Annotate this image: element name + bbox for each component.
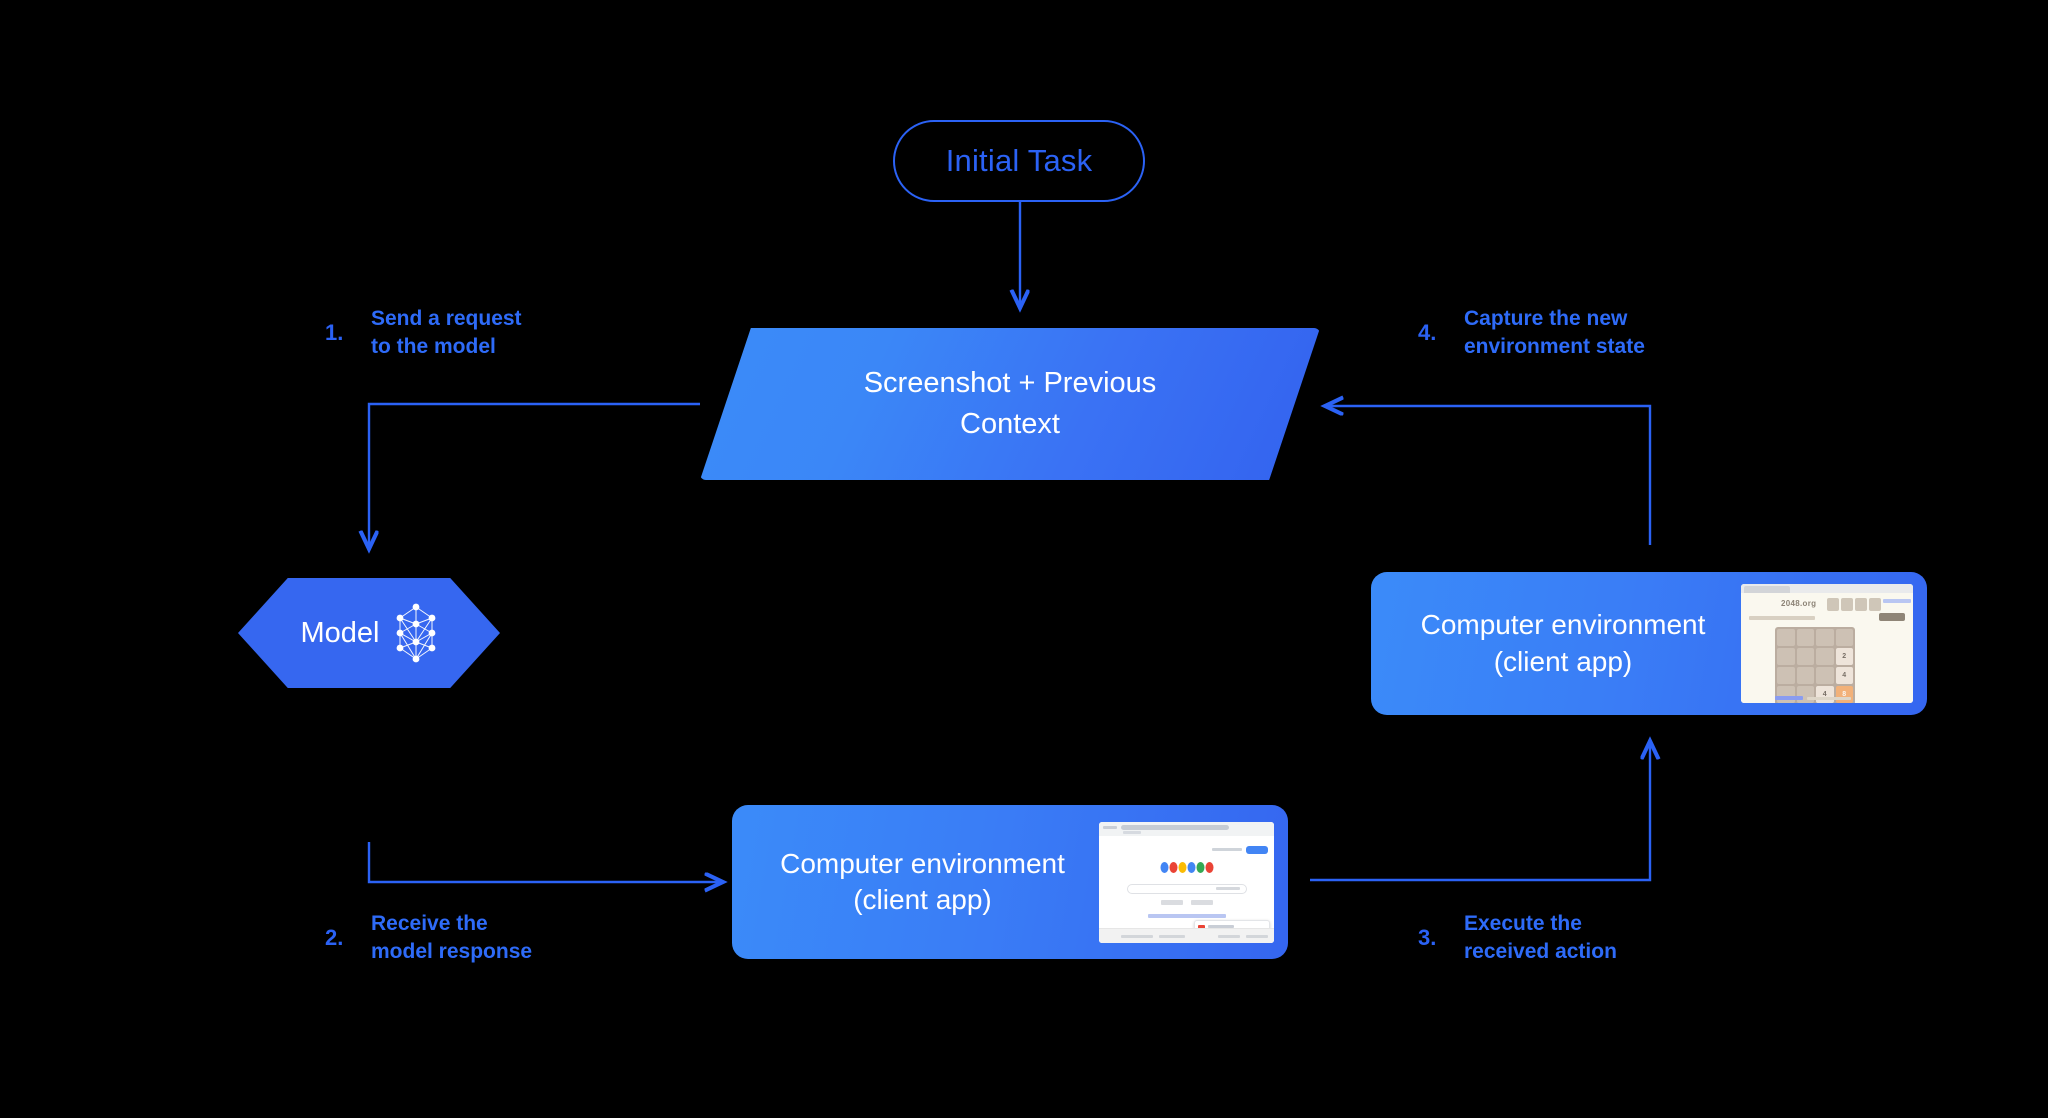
env-right-thumbnail-2048[interactable]: 2048.org 2 4 [1741, 584, 1913, 703]
initial-task-node[interactable]: Initial Task [893, 120, 1145, 202]
language-links[interactable] [1147, 913, 1226, 918]
tile [1777, 629, 1795, 646]
tile [1796, 629, 1814, 646]
tile [1835, 629, 1853, 646]
step-2-line2: model response [371, 939, 533, 963]
env-bottom-line2: (client app) [853, 884, 992, 915]
context-node-line2: Context [960, 408, 1060, 440]
tile: 4 [1816, 686, 1834, 703]
tile [1816, 648, 1834, 665]
nav-buttons [1103, 825, 1117, 829]
tile: 8 [1835, 686, 1853, 703]
model-node-label: Model [300, 616, 380, 649]
step-2-text: Receive the model response [371, 910, 532, 965]
sign-in-button[interactable] [1246, 845, 1268, 854]
game-subtitle [1749, 616, 1815, 620]
connector-model-to-env-bottom [367, 842, 722, 882]
tile: 4 [1835, 667, 1853, 684]
step-1: 1. Send a request to the model [325, 305, 522, 360]
env-right-label: Computer environment (client app) [1371, 607, 1741, 680]
env-right-line1: Computer environment [1420, 609, 1706, 641]
env-bottom-label: Computer environment (client app) [732, 846, 1099, 919]
game-grid: 2 4 4 8 [1775, 627, 1855, 703]
connector-env-bottom-to-env-right [1310, 742, 1650, 882]
search-buttons[interactable] [1160, 899, 1213, 905]
page-footer [1099, 927, 1274, 943]
tile [1777, 667, 1795, 684]
footer-text [1807, 697, 1851, 700]
step-4-line2: environment state [1464, 334, 1645, 358]
step-3-line2: received action [1464, 939, 1617, 963]
neural-network-icon [396, 603, 435, 663]
search-input[interactable] [1127, 883, 1247, 894]
step-2: 2. Receive the model response [325, 910, 532, 965]
step-1-number: 1. [325, 319, 344, 345]
header-links [1883, 599, 1911, 603]
env-bottom-thumbnail-google[interactable] [1099, 821, 1274, 943]
context-node[interactable]: Screenshot + Previous Context [700, 328, 1320, 480]
step-4-number: 4. [1418, 319, 1437, 345]
context-node-label: Screenshot + Previous Context [700, 328, 1320, 480]
tile [1777, 686, 1795, 703]
score-boxes [1827, 598, 1881, 611]
step-4: 4. Capture the new environment state [1418, 305, 1645, 360]
step-2-number: 2. [325, 924, 344, 950]
env-bottom-node[interactable]: Computer environment (client app) [732, 805, 1288, 959]
step-1-line1: Send a request [371, 307, 522, 330]
env-right-line2: (client app) [1493, 645, 1633, 677]
tile [1777, 648, 1795, 665]
header-links [1212, 847, 1242, 851]
connector-context-to-model [369, 402, 700, 548]
tile [1796, 648, 1814, 665]
context-node-line1: Screenshot + Previous [863, 366, 1157, 399]
new-game-button[interactable] [1879, 613, 1905, 621]
tile [1796, 667, 1814, 684]
step-4-line1: Capture the new [1464, 307, 1628, 330]
browser-chrome-bar [1741, 584, 1913, 593]
google-logo-icon [1160, 861, 1213, 873]
step-2-line1: Receive the [371, 912, 488, 935]
step-4-text: Capture the new environment state [1464, 305, 1645, 360]
env-bottom-line1: Computer environment [780, 847, 1065, 879]
how-to-play-link[interactable] [1775, 696, 1803, 700]
model-node[interactable]: Model [238, 578, 500, 688]
bookmark-bar [1123, 830, 1141, 834]
step-3-number: 3. [1418, 924, 1437, 950]
google-page-body [1099, 835, 1274, 943]
game-page-body: 2048.org 2 4 [1741, 593, 1913, 703]
game-title: 2048.org [1781, 599, 1817, 608]
browser-tab [1744, 585, 1790, 593]
initial-task-label: Initial Task [945, 143, 1093, 178]
connector-env-right-to-context [1326, 406, 1652, 545]
step-1-line2: to the model [371, 334, 496, 358]
step-3-line1: Execute the [1464, 912, 1582, 935]
tile [1816, 667, 1834, 684]
model-node-shape [238, 578, 500, 688]
tile [1816, 629, 1834, 646]
search-icons [1216, 886, 1240, 890]
step-1-text: Send a request to the model [371, 305, 522, 360]
step-3-text: Execute the received action [1464, 910, 1617, 965]
tile: 2 [1835, 648, 1853, 665]
address-bar[interactable] [1121, 824, 1229, 830]
context-node-shape [700, 328, 1320, 480]
browser-chrome-bar [1099, 821, 1274, 836]
dialog-title [1208, 924, 1234, 928]
env-right-node[interactable]: Computer environment (client app) 2048.o… [1371, 572, 1927, 715]
tile [1796, 686, 1814, 703]
step-3: 3. Execute the received action [1418, 910, 1617, 965]
